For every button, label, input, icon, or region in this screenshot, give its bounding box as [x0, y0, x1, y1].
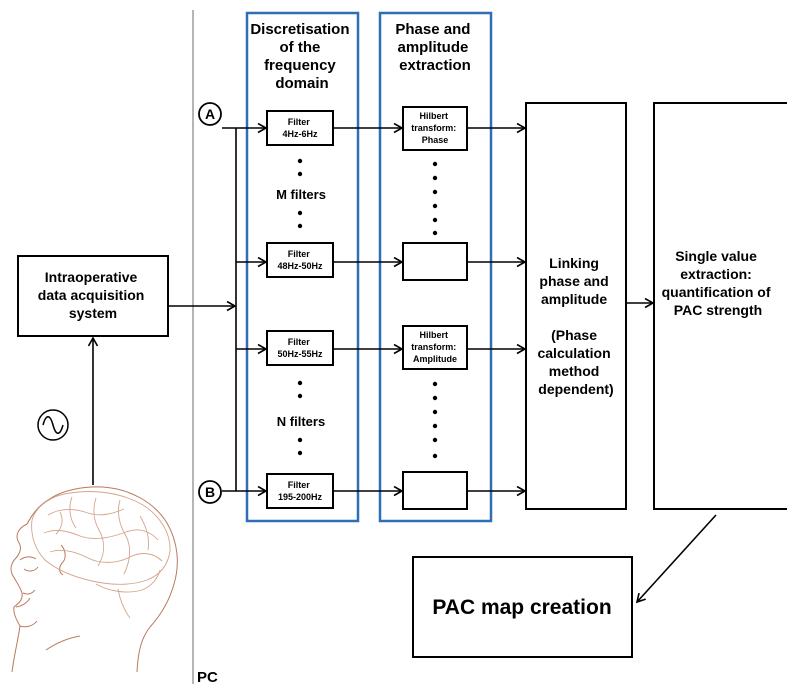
m-filters-ellipsis — [297, 158, 303, 229]
filter-label-50-55hz: Filter 50Hz-55Hz — [277, 337, 323, 359]
pac-map-block — [412, 556, 633, 658]
linking-block — [525, 102, 627, 510]
hilbert-phase-box — [402, 106, 468, 151]
hilbert-amplitude-box — [402, 325, 468, 370]
n-filters-ellipsis — [297, 380, 303, 456]
filter-box-48-50hz — [266, 242, 334, 278]
extraction-column-frame — [378, 11, 493, 523]
filter-label-48-50hz: Filter 48Hz-50Hz — [277, 249, 323, 271]
phase-ellipsis — [432, 161, 438, 236]
amplitude-ellipsis — [432, 381, 438, 459]
hilbert-amplitude-label: Hilbert transform: Amplitude — [411, 330, 459, 364]
sine-wave-icon — [37, 409, 69, 441]
marker-b: B — [198, 480, 222, 504]
single-value-label: Single value extraction: quantification … — [662, 248, 775, 318]
extraction-box-phase-last — [402, 242, 468, 281]
discretisation-column-frame — [245, 11, 360, 523]
acquisition-block — [17, 255, 169, 337]
single-value-to-pac-map-arrow — [637, 514, 717, 602]
m-filters-label: M filters — [276, 187, 326, 202]
filter-box-50-55hz — [266, 330, 334, 366]
pc-label: PC — [197, 669, 218, 684]
linking-label: Linking phase and amplitude (Phase calcu… — [537, 255, 614, 397]
single-value-block — [653, 102, 787, 510]
head-brain-icon — [10, 486, 178, 673]
extraction-box-amplitude-last — [402, 471, 468, 510]
filter-label-195-200hz: Filter 195-200Hz — [278, 480, 323, 502]
marker-a: A — [198, 102, 222, 126]
n-filters-label: N filters — [277, 414, 325, 429]
svg-text:A: A — [205, 106, 215, 122]
acquisition-label: Intraoperative data acquisition system — [38, 269, 148, 321]
pac-map-label: PAC map creation — [432, 596, 611, 619]
extraction-header: Phase and amplitude extraction — [395, 21, 474, 74]
hilbert-phase-label: Hilbert transform: Phase — [411, 111, 459, 145]
filter-label-4-6hz: Filter 4Hz-6Hz — [282, 117, 318, 139]
svg-text:B: B — [205, 484, 215, 500]
discretisation-header: Discretisation of the frequency domain — [250, 21, 353, 92]
